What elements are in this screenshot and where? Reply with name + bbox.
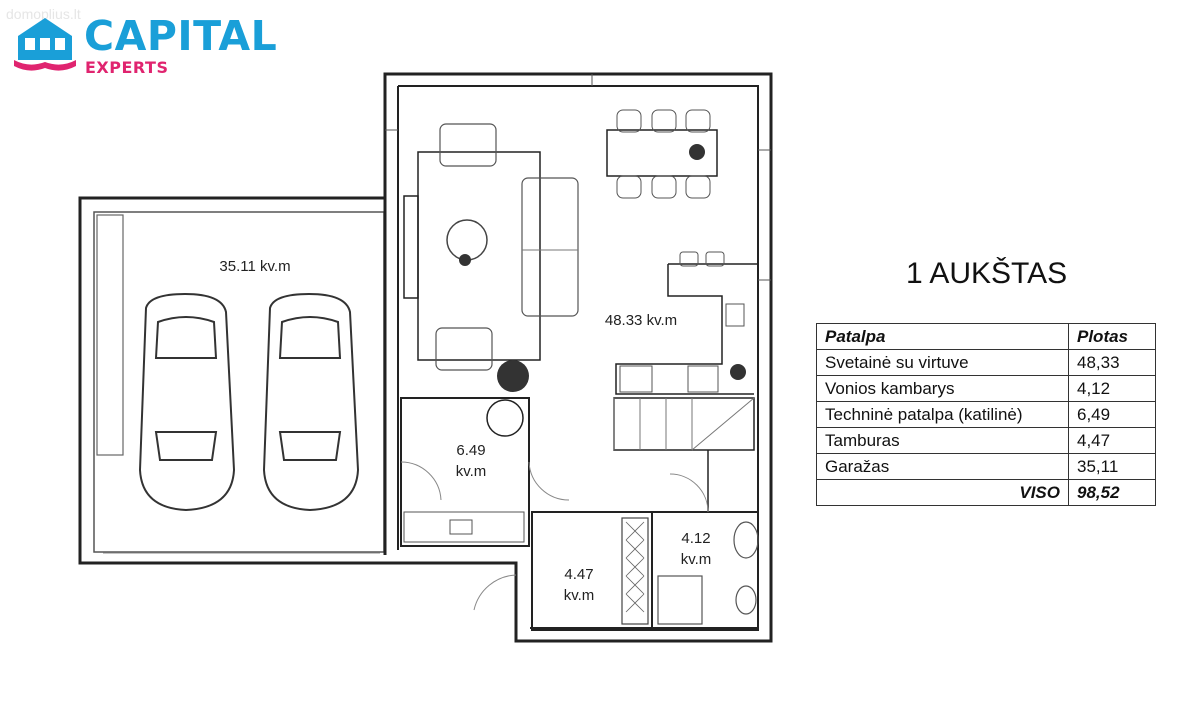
table-row: Tamburas 4,47 (816, 427, 1156, 454)
table-row: Svetainė su virtuve 48,33 (816, 349, 1156, 376)
vestibule-area-value: 4.47 (564, 566, 594, 583)
technical-area-label: 6.49 kv.m (440, 440, 502, 482)
row-room: Vonios kambarys (816, 375, 1069, 402)
living-area-label: 48.33 kv.m (604, 312, 678, 329)
total-area: 98,52 (1068, 479, 1156, 506)
table-row: Techninė patalpa (katilinė) 6,49 (816, 401, 1156, 428)
row-room: Svetainė su virtuve (816, 349, 1069, 376)
header-room: Patalpa (816, 323, 1069, 350)
row-room: Tamburas (816, 427, 1069, 454)
garage-area-label: 35.11 kv.m (219, 258, 291, 275)
row-room: Techninė patalpa (katilinė) (816, 401, 1069, 428)
vestibule-area-label: 4.47 kv.m (548, 564, 610, 606)
row-room: Garažas (816, 453, 1069, 480)
total-row: VISO 98,52 (816, 479, 1156, 506)
watermark: domoplius.lt (6, 6, 81, 22)
floor-plan (78, 72, 773, 643)
row-area: 35,11 (1068, 453, 1156, 480)
row-area: 4,12 (1068, 375, 1156, 402)
bathroom-area-value: 4.12 (681, 530, 711, 547)
row-area: 6,49 (1068, 401, 1156, 428)
row-area: 48,33 (1068, 349, 1156, 376)
bathroom-area-unit: kv.m (680, 551, 712, 568)
table-row: Garažas 35,11 (816, 453, 1156, 480)
area-table: Patalpa Plotas Svetainė su virtuve 48,33… (816, 323, 1156, 506)
vestibule-area-unit: kv.m (563, 587, 595, 604)
logo[interactable]: CAPITAL EXPERTS (14, 12, 284, 78)
total-label: VISO (816, 479, 1069, 506)
area-table-header: Patalpa Plotas (816, 323, 1156, 350)
logo-sub: EXPERTS (85, 58, 169, 77)
house-book-icon (14, 18, 76, 71)
table-row: Vonios kambarys 4,12 (816, 375, 1156, 402)
header-area: Plotas (1068, 323, 1156, 350)
row-area: 4,47 (1068, 427, 1156, 454)
technical-area-value: 6.49 (456, 442, 486, 459)
floor-title: 1 AUKŠTAS (906, 257, 1068, 290)
technical-area-unit: kv.m (455, 463, 487, 480)
logo-name: CAPITAL (84, 12, 278, 60)
bathroom-area-label: 4.12 kv.m (665, 528, 727, 570)
